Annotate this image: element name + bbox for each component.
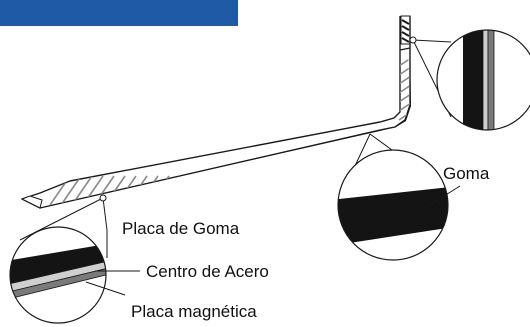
hatch-stripe xyxy=(170,175,192,206)
label-centro-de-acero: Centro de Acero xyxy=(146,262,269,281)
label-goma: Goma xyxy=(443,164,490,183)
hatch-stripe xyxy=(398,102,410,112)
callout-anchor-1 xyxy=(99,194,107,202)
vertical-steel xyxy=(482,30,489,130)
callout-section-rubber xyxy=(337,133,449,261)
hatch-stripe xyxy=(291,175,313,206)
label-placa-de-goma: Placa de Goma xyxy=(122,219,240,238)
leader-goma xyxy=(427,185,461,207)
hatch-stripe xyxy=(398,84,410,94)
hatch-stripe xyxy=(398,75,410,85)
header-bar xyxy=(0,0,238,26)
callout-section-vertical xyxy=(409,29,530,131)
upright-label-plate xyxy=(399,15,411,50)
hatch-stripe xyxy=(236,175,258,206)
vertical-rubber xyxy=(463,30,483,130)
hatch-stripe xyxy=(60,175,82,206)
fork-blade-tip xyxy=(20,195,43,209)
leader-placa-magnetica xyxy=(85,281,126,296)
layer-rubber xyxy=(10,240,106,286)
leader-lines xyxy=(85,185,461,296)
layer-magnetic xyxy=(10,262,106,302)
callout-line-1a xyxy=(102,197,108,231)
rubber-band xyxy=(338,186,448,246)
hatch-stripe xyxy=(280,175,302,206)
hatch-stripe xyxy=(192,175,214,206)
hatch-stripe xyxy=(269,175,291,206)
hatch-stripe xyxy=(203,175,225,206)
hatch-stripe xyxy=(214,175,236,206)
callout-circle-1 xyxy=(9,226,107,324)
callout-line-3a xyxy=(412,39,452,43)
hatch-stripe xyxy=(247,175,269,206)
hatch-stripe xyxy=(398,93,410,103)
fork-blade-outline xyxy=(21,47,411,209)
callout-circle-2 xyxy=(337,149,449,261)
layer-steel xyxy=(10,255,106,295)
hatch-stripe xyxy=(258,175,280,206)
label-placa-magnetica: Placa magnética xyxy=(131,302,257,321)
callout-circle-3 xyxy=(436,29,530,131)
callout-section-layers xyxy=(9,194,108,324)
hatch-stripe xyxy=(302,175,324,206)
callout-anchor-3 xyxy=(409,36,417,44)
hatch-stripe xyxy=(181,175,203,206)
hatch-stripe xyxy=(313,175,335,206)
vertical-magnetic xyxy=(487,30,495,130)
hatch-stripe xyxy=(225,175,247,206)
